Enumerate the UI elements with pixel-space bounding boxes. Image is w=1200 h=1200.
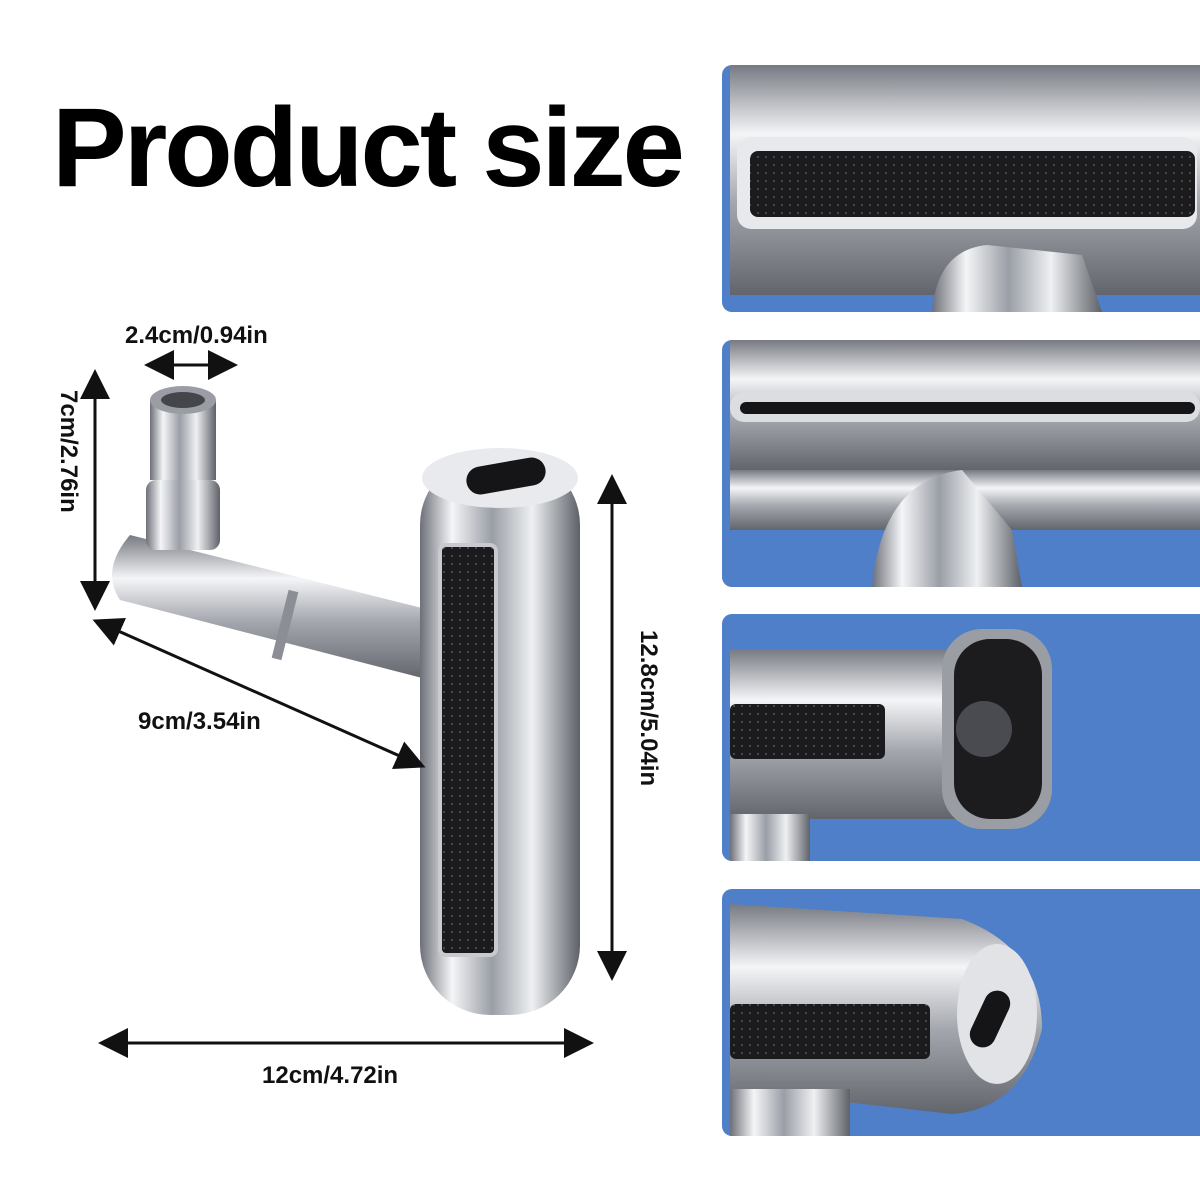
arm-length-arrow: [92, 618, 426, 769]
faucet-arm: [112, 535, 430, 680]
detail-panel-aerator-end: [722, 614, 1200, 861]
detail-panel-spray-face: [722, 65, 1200, 312]
total-width-label: 12cm/4.72in: [262, 1062, 399, 1089]
faucet-body: [420, 448, 580, 1015]
aerator-diameter-label: 2.4cm/0.94in: [125, 322, 268, 349]
aerator-height-label: 7cm/2.76in: [55, 390, 82, 513]
faucet-diagram: [80, 350, 627, 1058]
detail-panel-waterfall-outlet: [722, 340, 1200, 587]
page-title: Product size: [52, 85, 685, 210]
detail-panel-oval-outlet: [722, 889, 1200, 1136]
body-height-label: 12.8cm/5.04in: [635, 630, 662, 787]
arm-length-label: 9cm/3.54in: [138, 708, 261, 735]
aerator: [146, 386, 220, 550]
